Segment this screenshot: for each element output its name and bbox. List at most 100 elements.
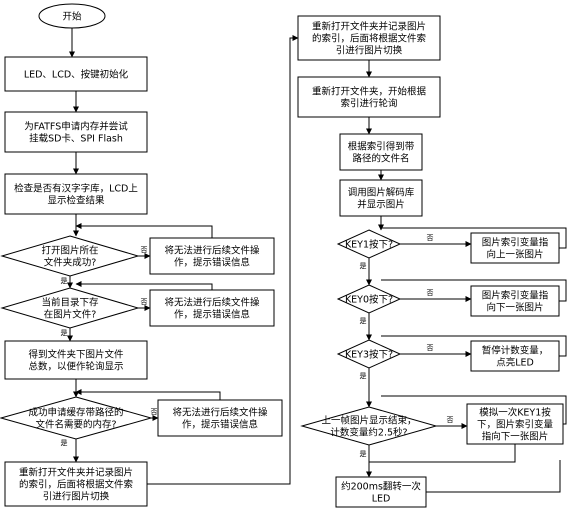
edge-label-yes: 是 xyxy=(360,317,367,325)
edge-label-yes: 是 xyxy=(360,450,367,458)
node-text: 并显示图片 xyxy=(357,198,405,210)
edge-label-no: 否 xyxy=(447,416,454,424)
node-text: 检查是否有汉字字库，LCD上 xyxy=(14,182,138,194)
node-shape xyxy=(339,133,423,171)
node-shape xyxy=(470,340,560,372)
node-text: 得到文件夹下图片文件 xyxy=(28,348,124,360)
node-text: 当前目录下存 xyxy=(41,296,99,308)
node-text: 约200ms翻转一次 xyxy=(341,480,421,492)
node-init: LED、LCD、按键初始化 xyxy=(4,56,148,92)
node-key1-q: KEY1按下? xyxy=(336,229,402,259)
node-text: 图片索引变量指 xyxy=(482,236,549,248)
edge-label-no: 否 xyxy=(427,344,434,352)
node-shape xyxy=(38,3,106,29)
node-text: 显示检查结果 xyxy=(47,194,105,206)
edge-label-no: 否 xyxy=(151,408,158,416)
node-shape xyxy=(4,340,148,380)
edge-label-no: 否 xyxy=(141,298,148,306)
node-text: 文件夹成功? xyxy=(44,256,97,268)
node-shape xyxy=(4,461,148,507)
node-text: 根据索引得到带 xyxy=(348,140,415,152)
node-text: 将无法进行后续文件操 xyxy=(164,296,260,308)
edge-label-yes: 是 xyxy=(61,439,68,447)
node-text: 挂载SD卡、SPI Flash xyxy=(29,132,123,144)
node-timer-q: 上一帧图片显示结束，计数变量约2.5秒? xyxy=(300,406,438,446)
edge-label-yes: 是 xyxy=(360,262,367,270)
node-text: 重新打开文件夹并记录图片 xyxy=(312,20,426,32)
node-text: 作，提示错误信息 xyxy=(174,256,250,268)
node-text: KEY0按下? xyxy=(345,293,393,305)
edge-connector xyxy=(147,35,299,485)
node-shape xyxy=(297,15,441,61)
edge-connector xyxy=(75,389,221,400)
node-text: 引进行图片切换 xyxy=(43,490,110,502)
node-text: 作，提示错误信息 xyxy=(182,418,258,430)
node-text: 图片索引变量指 xyxy=(482,289,549,301)
node-text: 文件名需要的内存? xyxy=(35,418,116,430)
edge-label-yes: 是 xyxy=(360,372,367,380)
node-text: 开始 xyxy=(62,10,82,22)
node-text: 将无法进行后续文件操 xyxy=(172,406,268,418)
node-text: 在图片文件? xyxy=(44,308,97,320)
node-text: LED、LCD、按键初始化 xyxy=(24,68,129,80)
node-key3-q: KEY3按下? xyxy=(336,339,402,369)
node-shape xyxy=(470,285,560,317)
edge-connector xyxy=(381,227,567,249)
node-shape xyxy=(0,235,140,277)
edge-label-no: 否 xyxy=(427,289,434,297)
node-shape xyxy=(339,179,423,217)
node-text: 作，提示错误信息 xyxy=(174,308,250,320)
node-shape xyxy=(466,403,564,445)
edge-label-no: 否 xyxy=(141,246,148,254)
node-shape xyxy=(297,76,441,118)
node-shape xyxy=(336,229,402,259)
node-text: 成功申请缓存带路径的 xyxy=(28,406,123,418)
node-shape xyxy=(336,339,402,369)
node-text: 点亮LED xyxy=(496,356,534,368)
node-shape xyxy=(149,237,275,275)
node-shape xyxy=(470,232,560,264)
node-shape xyxy=(300,406,438,446)
node-key0-q: KEY0按下? xyxy=(336,284,402,314)
node-text: 模拟一次KEY1按 xyxy=(479,406,551,418)
node-shape xyxy=(336,284,402,314)
node-text: 下，图片索引变量 xyxy=(477,418,554,430)
node-text: 上一帧图片显示结束， xyxy=(321,414,416,426)
node-text: 调用图片解码库 xyxy=(348,186,415,198)
edge-connector xyxy=(426,460,561,493)
node-pause: 暂停计数变量，点亮LED xyxy=(470,340,560,372)
node-text: 索引进行轮询 xyxy=(340,97,397,109)
node-text: 向上一张图片 xyxy=(486,248,543,260)
edge-connector xyxy=(381,335,567,357)
node-text: 向下一张图片 xyxy=(486,301,543,313)
node-text: 将无法进行后续文件操 xyxy=(164,244,260,256)
node-text: 暂停计数变量， xyxy=(482,344,549,356)
node-shape xyxy=(149,289,275,327)
node-text: 打开图片所在 xyxy=(41,244,98,256)
node-text: LED xyxy=(372,493,391,504)
node-text: 总数，以便作轮询显示 xyxy=(28,360,123,372)
edge-label-yes: 是 xyxy=(61,277,68,285)
node-text: 的索引，后面将根据文件索 xyxy=(312,32,426,44)
node-shape xyxy=(157,399,283,437)
edge-connector xyxy=(75,223,213,238)
node-text: 引进行图片切换 xyxy=(336,44,403,56)
node-shape xyxy=(4,111,148,153)
node-shape xyxy=(0,287,140,329)
